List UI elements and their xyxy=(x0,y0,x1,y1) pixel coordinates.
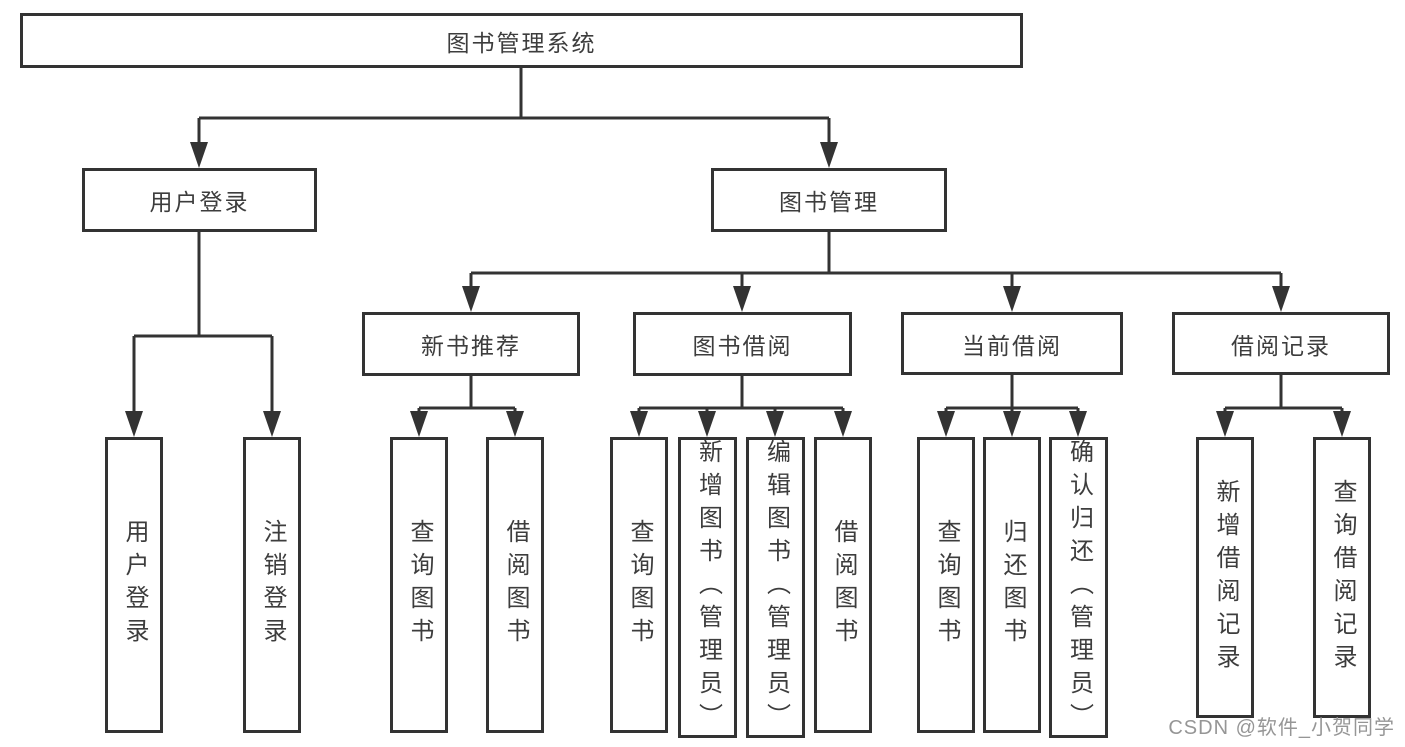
node-new-book-recommend-label: 新书推荐 xyxy=(421,333,521,359)
leaf-cb-return-books: 归还图书 xyxy=(983,437,1041,733)
node-library-system-label: 图书管理系统 xyxy=(446,29,597,56)
node-borrowing-records-label: 借阅记录 xyxy=(1231,332,1331,359)
leaf-br-add-record: 新增借阅记录 xyxy=(1196,437,1254,718)
leaf-br-add-record-label: 新增借阅记录 xyxy=(1212,478,1239,677)
leaf-user-login: 用户登录 xyxy=(105,437,163,733)
node-current-borrowing-label: 当前借阅 xyxy=(962,332,1062,359)
leaf-bb-query-books: 查询图书 xyxy=(610,437,668,733)
node-user-login: 用户登录 xyxy=(82,168,317,232)
leaf-nbr-borrow-books-label: 借阅图书 xyxy=(502,519,529,651)
node-book-borrowing-label: 图书借阅 xyxy=(692,333,793,359)
leaf-bb-add-books-admin-label: 新增图书（管理员） xyxy=(694,439,722,736)
watermark: CSDN @软件_小贺同学 xyxy=(1168,717,1395,739)
leaf-bb-edit-books-admin-label: 编辑图书（管理员） xyxy=(762,439,790,736)
leaf-cb-confirm-return-admin: 确认归还（管理员） xyxy=(1049,437,1108,738)
leaf-cb-query-books-label: 查询图书 xyxy=(933,519,960,651)
leaf-bb-query-books-label: 查询图书 xyxy=(626,519,653,651)
leaf-br-query-record: 查询借阅记录 xyxy=(1313,437,1371,718)
node-book-management-label: 图书管理 xyxy=(779,189,879,215)
leaf-cb-return-books-label: 归还图书 xyxy=(999,519,1026,651)
leaf-bb-add-books-admin: 新增图书（管理员） xyxy=(678,437,737,738)
node-library-system: 图书管理系统 xyxy=(20,13,1023,68)
leaf-bb-edit-books-admin: 编辑图书（管理员） xyxy=(746,437,805,738)
node-book-management: 图书管理 xyxy=(711,168,947,232)
leaf-logout: 注销登录 xyxy=(243,437,301,733)
leaf-bb-borrow-books-label: 借阅图书 xyxy=(830,519,857,651)
leaf-nbr-borrow-books: 借阅图书 xyxy=(486,437,544,733)
leaf-br-query-record-label: 查询借阅记录 xyxy=(1329,478,1356,677)
node-borrowing-records: 借阅记录 xyxy=(1172,312,1390,375)
leaf-logout-label: 注销登录 xyxy=(259,519,286,651)
node-user-login-label: 用户登录 xyxy=(149,189,250,215)
node-book-borrowing: 图书借阅 xyxy=(633,312,852,376)
leaf-nbr-query-books-label: 查询图书 xyxy=(406,519,433,651)
node-current-borrowing: 当前借阅 xyxy=(901,312,1123,375)
node-new-book-recommend: 新书推荐 xyxy=(362,312,580,376)
leaf-bb-borrow-books: 借阅图书 xyxy=(814,437,872,733)
leaf-user-login-label: 用户登录 xyxy=(121,519,148,651)
leaf-cb-query-books: 查询图书 xyxy=(917,437,975,733)
leaf-nbr-query-books: 查询图书 xyxy=(390,437,448,733)
leaf-cb-confirm-return-admin-label: 确认归还（管理员） xyxy=(1065,439,1093,736)
